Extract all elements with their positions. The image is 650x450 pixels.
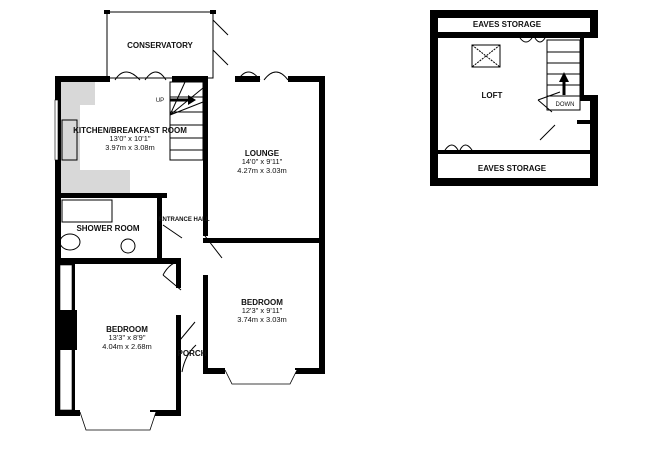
chimney-breast	[55, 310, 77, 350]
stairs-up-label: UP	[156, 98, 164, 104]
skylight	[471, 44, 501, 68]
stairs-down-label: DOWN	[556, 102, 575, 108]
lounge-metric: 4.27m x 3.03m	[237, 166, 287, 175]
bedroom-1-label: BEDROOM	[106, 325, 148, 334]
bedroom-2-metric: 3.74m x 3.03m	[237, 315, 287, 324]
bedroom-bay-window	[79, 411, 157, 431]
conservatory-outline	[106, 11, 214, 79]
bedroom-2-label: BEDROOM	[241, 298, 283, 307]
kitchen-window	[54, 99, 59, 161]
lounge-label: LOUNGE	[245, 149, 280, 158]
lounge-imperial: 14'0" x 9'11"	[242, 157, 283, 166]
bedroom-1-imperial: 13'3" x 8'9"	[109, 333, 146, 342]
kitchen-metric: 3.97m x 3.08m	[105, 143, 155, 152]
conservatory-door	[212, 19, 229, 66]
ground-floor-plan: CONSERVATORY UP KITCHEN/BREAKFAST ROOM 1…	[54, 10, 325, 431]
eaves-storage-top-label: EAVES STORAGE	[473, 20, 542, 29]
bedroom-door	[162, 261, 182, 291]
kitchen-sink	[61, 119, 78, 161]
kitchen-french-doors	[114, 71, 167, 81]
entrance-hall-label: ENTRANCE HALL	[159, 217, 210, 223]
kitchen-worktop	[60, 82, 130, 195]
bedroom-1-metric: 4.04m x 2.68m	[102, 342, 152, 351]
loft-stairs	[546, 39, 581, 111]
down-arrow-icon	[559, 72, 569, 82]
stairs	[169, 81, 204, 161]
kitchen-label: KITCHEN/BREAKFAST ROOM	[73, 126, 187, 135]
loft-label: LOFT	[482, 91, 503, 100]
eaves-doors	[444, 37, 546, 151]
lounge-french-doors	[237, 71, 289, 81]
conservatory-label: CONSERVATORY	[127, 41, 193, 50]
up-arrow-icon	[188, 95, 196, 105]
bedroom-bay-window	[224, 369, 298, 385]
porch-door	[179, 321, 197, 373]
shower-tray	[61, 199, 113, 223]
shower-room-label: SHOWER ROOM	[76, 224, 139, 233]
basin	[120, 238, 136, 254]
bedroom-2-imperial: 12'3" x 9'11"	[242, 306, 283, 315]
loft-floor-plan: EAVES STORAGE LOFT DOWN EAVES STORAGE	[430, 10, 598, 186]
kitchen-imperial: 13'0" x 10'1"	[109, 134, 150, 143]
toilet	[59, 233, 81, 251]
porch-label: PORCH	[178, 349, 207, 358]
eaves-storage-bottom-label: EAVES STORAGE	[478, 164, 547, 173]
